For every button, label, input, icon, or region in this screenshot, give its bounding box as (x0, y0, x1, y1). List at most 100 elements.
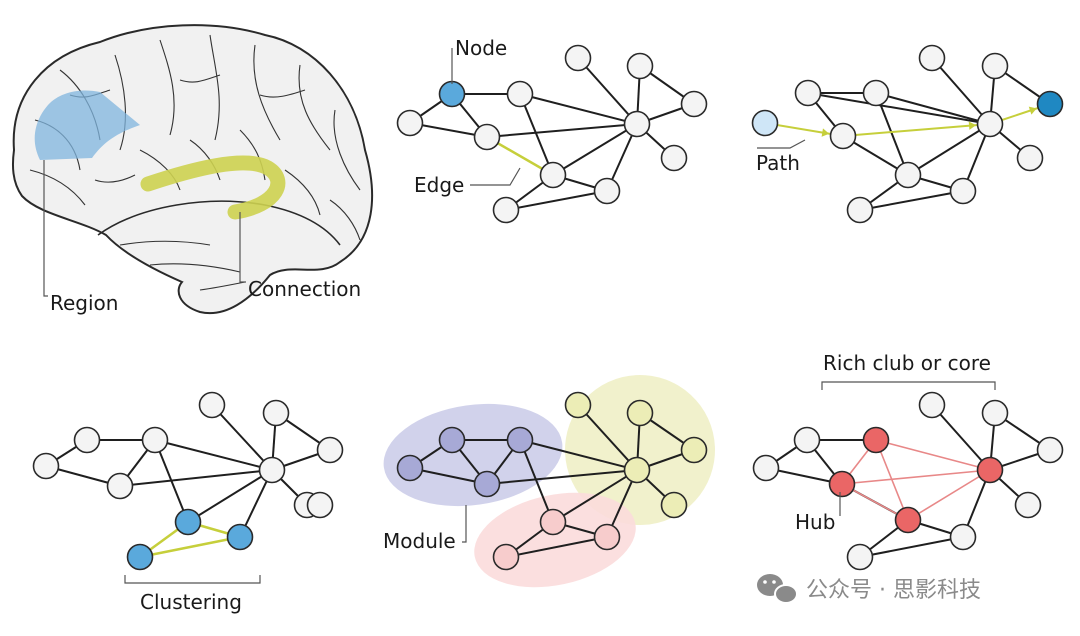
rich-club-bracket (821, 381, 996, 390)
module-node (593, 523, 621, 551)
network-node (1016, 144, 1044, 172)
network-edge (519, 439, 638, 471)
edge-label: Edge (414, 173, 464, 197)
network-node (862, 79, 890, 107)
network-edge (486, 123, 638, 138)
hub-label: Hub (795, 510, 835, 534)
module-node (626, 399, 654, 427)
brain-region-patch (34, 90, 141, 160)
network-node (564, 44, 592, 72)
network-node (918, 44, 946, 72)
network-node (623, 110, 651, 138)
network-node (492, 196, 520, 224)
network-node (258, 456, 286, 484)
network-node (981, 52, 1009, 80)
network-edge (552, 123, 638, 176)
network-node (976, 110, 1004, 138)
network-edge (907, 123, 991, 176)
highlighted-node (438, 80, 466, 108)
network-node (752, 454, 780, 482)
network-edge (577, 57, 638, 125)
network-edge (841, 469, 991, 485)
path-start-node (751, 109, 779, 137)
panel-hub (752, 391, 1064, 571)
region-leader (43, 160, 48, 297)
path-leader (757, 139, 806, 149)
brain-connection-band (140, 155, 286, 220)
module-node (623, 456, 651, 484)
connection-label: Connection (248, 277, 361, 301)
panel-clustering (32, 391, 344, 571)
network-node (794, 79, 822, 107)
network-edge (486, 469, 638, 485)
network-edge (505, 536, 608, 558)
cluster-node (126, 543, 154, 571)
path-arrowhead (968, 121, 977, 130)
watermark-text: 公众号 · 思影科技 (806, 578, 981, 603)
network-node (660, 144, 688, 172)
network-node (626, 52, 654, 80)
network-node (829, 122, 857, 150)
panel-module (383, 375, 715, 588)
network-node (396, 109, 424, 137)
network-node (949, 177, 977, 205)
network-edge (119, 469, 273, 487)
module-node (492, 543, 520, 571)
connection-leader (239, 212, 246, 283)
module-node (564, 391, 592, 419)
hub-node (828, 470, 856, 498)
brain-panel: Region Connection (12, 24, 374, 315)
network-edge (931, 404, 991, 471)
rich-club-label: Rich club or core (823, 351, 991, 375)
module-yellow-blob (565, 375, 715, 525)
clustering-label: Clustering (140, 590, 242, 614)
brain-sulci (29, 34, 361, 291)
network-edge (931, 57, 991, 125)
network-edge (139, 535, 241, 559)
module-node (396, 454, 424, 482)
cluster-node (174, 508, 202, 536)
network-node (506, 80, 534, 108)
network-edge (859, 190, 964, 211)
network-edge (519, 439, 554, 523)
network-edge (519, 93, 554, 176)
path-label: Path (756, 151, 800, 175)
clustering-bracket (124, 575, 261, 584)
rich-club-node (862, 426, 890, 454)
network-node (793, 426, 821, 454)
path-arrowhead (821, 128, 830, 137)
path-end-node (1036, 90, 1064, 118)
module-node (438, 426, 466, 454)
watermark: 公众号 · 思影科技 (757, 574, 981, 604)
network-node (949, 523, 977, 551)
network-node (32, 452, 60, 480)
rich-club-node (976, 456, 1004, 484)
network-edge (519, 93, 638, 125)
path-arrowhead (1028, 106, 1037, 115)
node-label: Node (455, 36, 507, 60)
network-node (73, 426, 101, 454)
panel-node-edge (396, 44, 708, 224)
panel-labels: Node Edge Path Clustering Module Hub Ric… (124, 36, 996, 614)
network-edge (187, 469, 273, 523)
network-edge (842, 123, 991, 137)
network-node (198, 391, 226, 419)
network-edge (154, 439, 189, 523)
network-edge (211, 404, 273, 471)
network-node (846, 543, 874, 571)
network-node (680, 90, 708, 118)
network-node (141, 426, 169, 454)
module-node (539, 508, 567, 536)
network-edge (552, 469, 638, 523)
network-node (918, 391, 946, 419)
network-edge (875, 92, 909, 176)
network-node (1014, 491, 1042, 519)
network-edge (577, 404, 638, 471)
network-edge (154, 439, 273, 471)
network-edge (907, 469, 991, 521)
network-edge (859, 536, 964, 558)
module-node (680, 436, 708, 464)
module-label: Module (383, 529, 456, 553)
